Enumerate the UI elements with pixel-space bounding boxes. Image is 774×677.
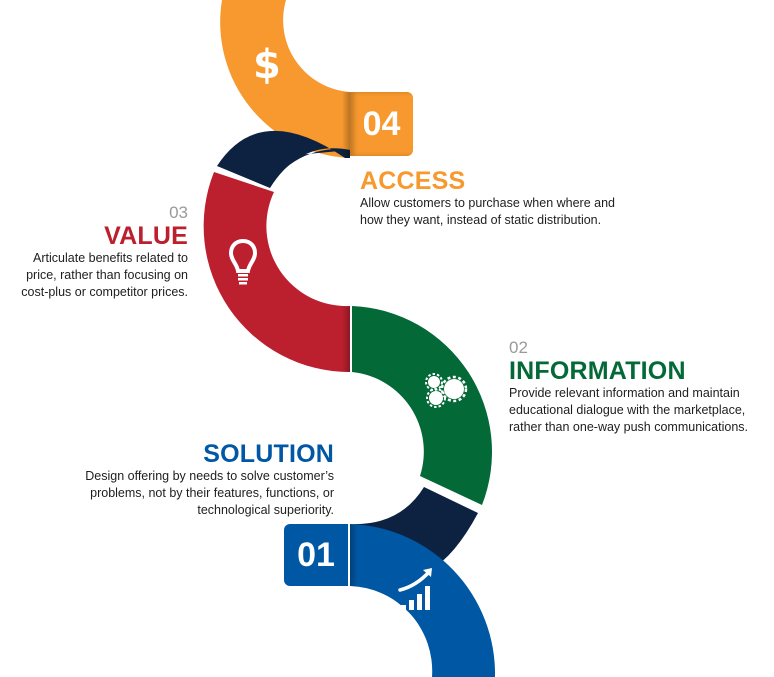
value-arc bbox=[203, 172, 350, 373]
gears-icon bbox=[425, 373, 468, 408]
step-04-number: 04 bbox=[362, 104, 401, 143]
step-04-description-line-1: Allow customers to purchase when where a… bbox=[360, 196, 615, 210]
step-03-title: VALUE bbox=[104, 222, 188, 250]
growth-chart-icon bbox=[398, 568, 432, 610]
step-02-number: 02 bbox=[509, 338, 528, 357]
step-02-description-line-1: Provide relevant information and maintai… bbox=[509, 386, 740, 400]
step-04-text: ACCESS Allow customers to purchase when … bbox=[360, 167, 680, 229]
step-01-number: 01 bbox=[297, 535, 335, 574]
step-04-badge: 04 bbox=[350, 92, 413, 156]
step-01-text: SOLUTION Design offering by needs to sol… bbox=[20, 440, 334, 519]
lightbulb-icon bbox=[228, 238, 258, 285]
solution-arc bbox=[350, 524, 496, 677]
step-03-number: 03 bbox=[169, 203, 188, 222]
step-02-title: INFORMATION bbox=[509, 357, 686, 385]
step-02-text: 02 INFORMATION Provide relevant informat… bbox=[509, 339, 774, 436]
information-arc bbox=[352, 306, 493, 505]
step-04-description-line-2: how they want, instead of static distrib… bbox=[360, 213, 602, 227]
connector-arc-top bbox=[268, 76, 350, 158]
step-01-title: SOLUTION bbox=[203, 440, 334, 468]
step-02-description-line-2: educational dialogue with the marketplac… bbox=[509, 403, 746, 417]
step-03-description-line-1: Articulate benefits related to bbox=[33, 251, 188, 265]
step-01-description-line-1: Design offering by needs to solve custom… bbox=[85, 469, 334, 483]
step-01-description-line-2: problems, not by their features, functio… bbox=[90, 486, 334, 500]
step-01-badge: 01 bbox=[284, 524, 348, 586]
step-02-description-line-3: rather than one-way push communications. bbox=[509, 420, 749, 434]
dollar-icon: $ bbox=[253, 42, 281, 88]
step-03-text: 03 VALUE Articulate benefits related to … bbox=[0, 204, 188, 301]
step-01-description-line-3: technological superiority. bbox=[197, 503, 334, 517]
navy-connector-bottom bbox=[350, 487, 478, 570]
step-04-title: ACCESS bbox=[360, 167, 466, 195]
step-03-description-line-2: price, rather than focusing on bbox=[26, 268, 188, 282]
step-03-description-line-3: cost-plus or competitor prices. bbox=[21, 285, 188, 299]
